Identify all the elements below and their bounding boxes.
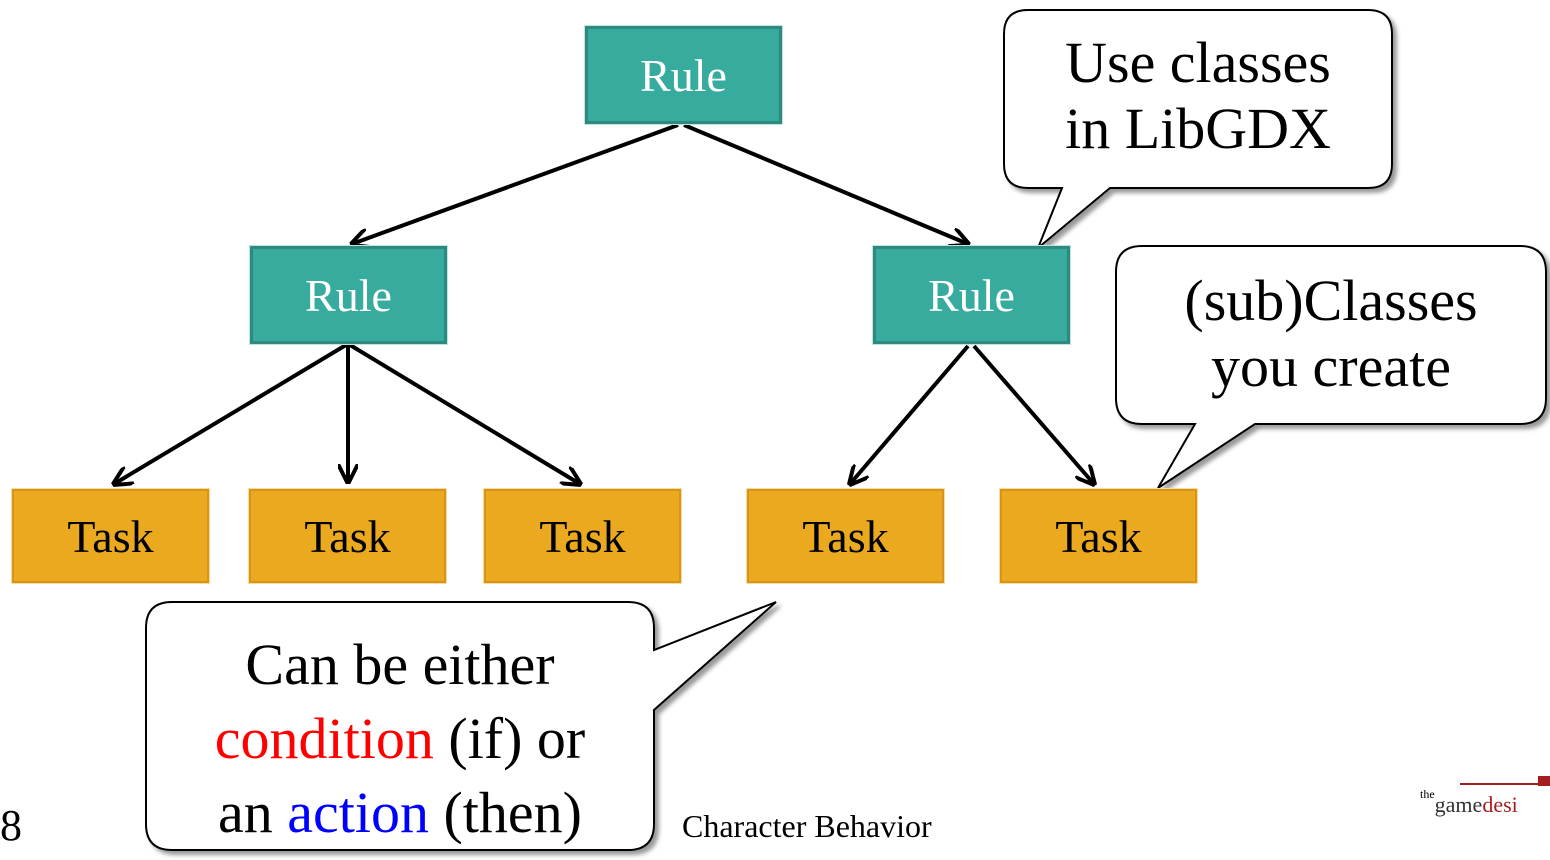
task-node-1: Task bbox=[11, 488, 210, 584]
callout-subclasses-line-1: (sub)Classes bbox=[1184, 268, 1478, 333]
task-node-4: Task bbox=[746, 488, 945, 584]
edge-rule-right-task-4 bbox=[850, 344, 970, 484]
callout-condition-text: Can be either condition (if) or an actio… bbox=[146, 628, 654, 850]
callout-subclasses-shape bbox=[1115, 245, 1547, 489]
rule-node-left: Rule bbox=[249, 245, 448, 345]
callout-condition-line-3: an action (then) bbox=[146, 776, 654, 850]
footer-title: Character Behavior bbox=[682, 808, 932, 844]
callout-condition-line-1: Can be either bbox=[245, 632, 555, 697]
callout-libgdx-line-2: in LibGDX bbox=[1065, 96, 1331, 161]
task-node-2: Task bbox=[248, 488, 447, 584]
task-node-3: Task bbox=[483, 488, 682, 584]
edge-rule-left-task-1 bbox=[114, 343, 348, 484]
condition-rest: (if) or bbox=[433, 706, 586, 771]
callout-libgdx-shape bbox=[1003, 9, 1393, 249]
action-keyword: action bbox=[287, 780, 429, 845]
page-number: 8 bbox=[0, 801, 22, 850]
logo-block bbox=[1538, 776, 1550, 786]
edge-rule-left-task-3 bbox=[348, 343, 580, 484]
brand-logo: thegamedesi bbox=[1420, 787, 1518, 818]
callout-libgdx-line-1: Use classes bbox=[1065, 30, 1331, 95]
root-rule-node: Rule bbox=[584, 25, 783, 125]
task-node-5: Task bbox=[999, 488, 1198, 584]
callout-condition-line-2: condition (if) or bbox=[146, 702, 654, 776]
logo-red-text: desi bbox=[1482, 792, 1518, 817]
callout-subclasses-line-2: you create bbox=[1211, 334, 1451, 399]
logo-small-text: the bbox=[1420, 787, 1435, 801]
action-rest: (then) bbox=[428, 780, 582, 845]
edge-root-rule-left bbox=[352, 123, 679, 244]
rule-node-right: Rule bbox=[872, 245, 1071, 345]
condition-keyword: condition bbox=[214, 706, 434, 771]
callout-subclasses-text: (sub)Classes you create bbox=[1116, 268, 1546, 400]
edge-root-rule-right bbox=[683, 123, 968, 244]
callout-condition-shape bbox=[145, 601, 777, 851]
logo-black-text: game bbox=[1434, 792, 1483, 817]
action-prefix: an bbox=[218, 780, 288, 845]
edge-rule-right-task-5 bbox=[972, 344, 1094, 484]
callout-libgdx-text: Use classes in LibGDX bbox=[1004, 30, 1392, 162]
